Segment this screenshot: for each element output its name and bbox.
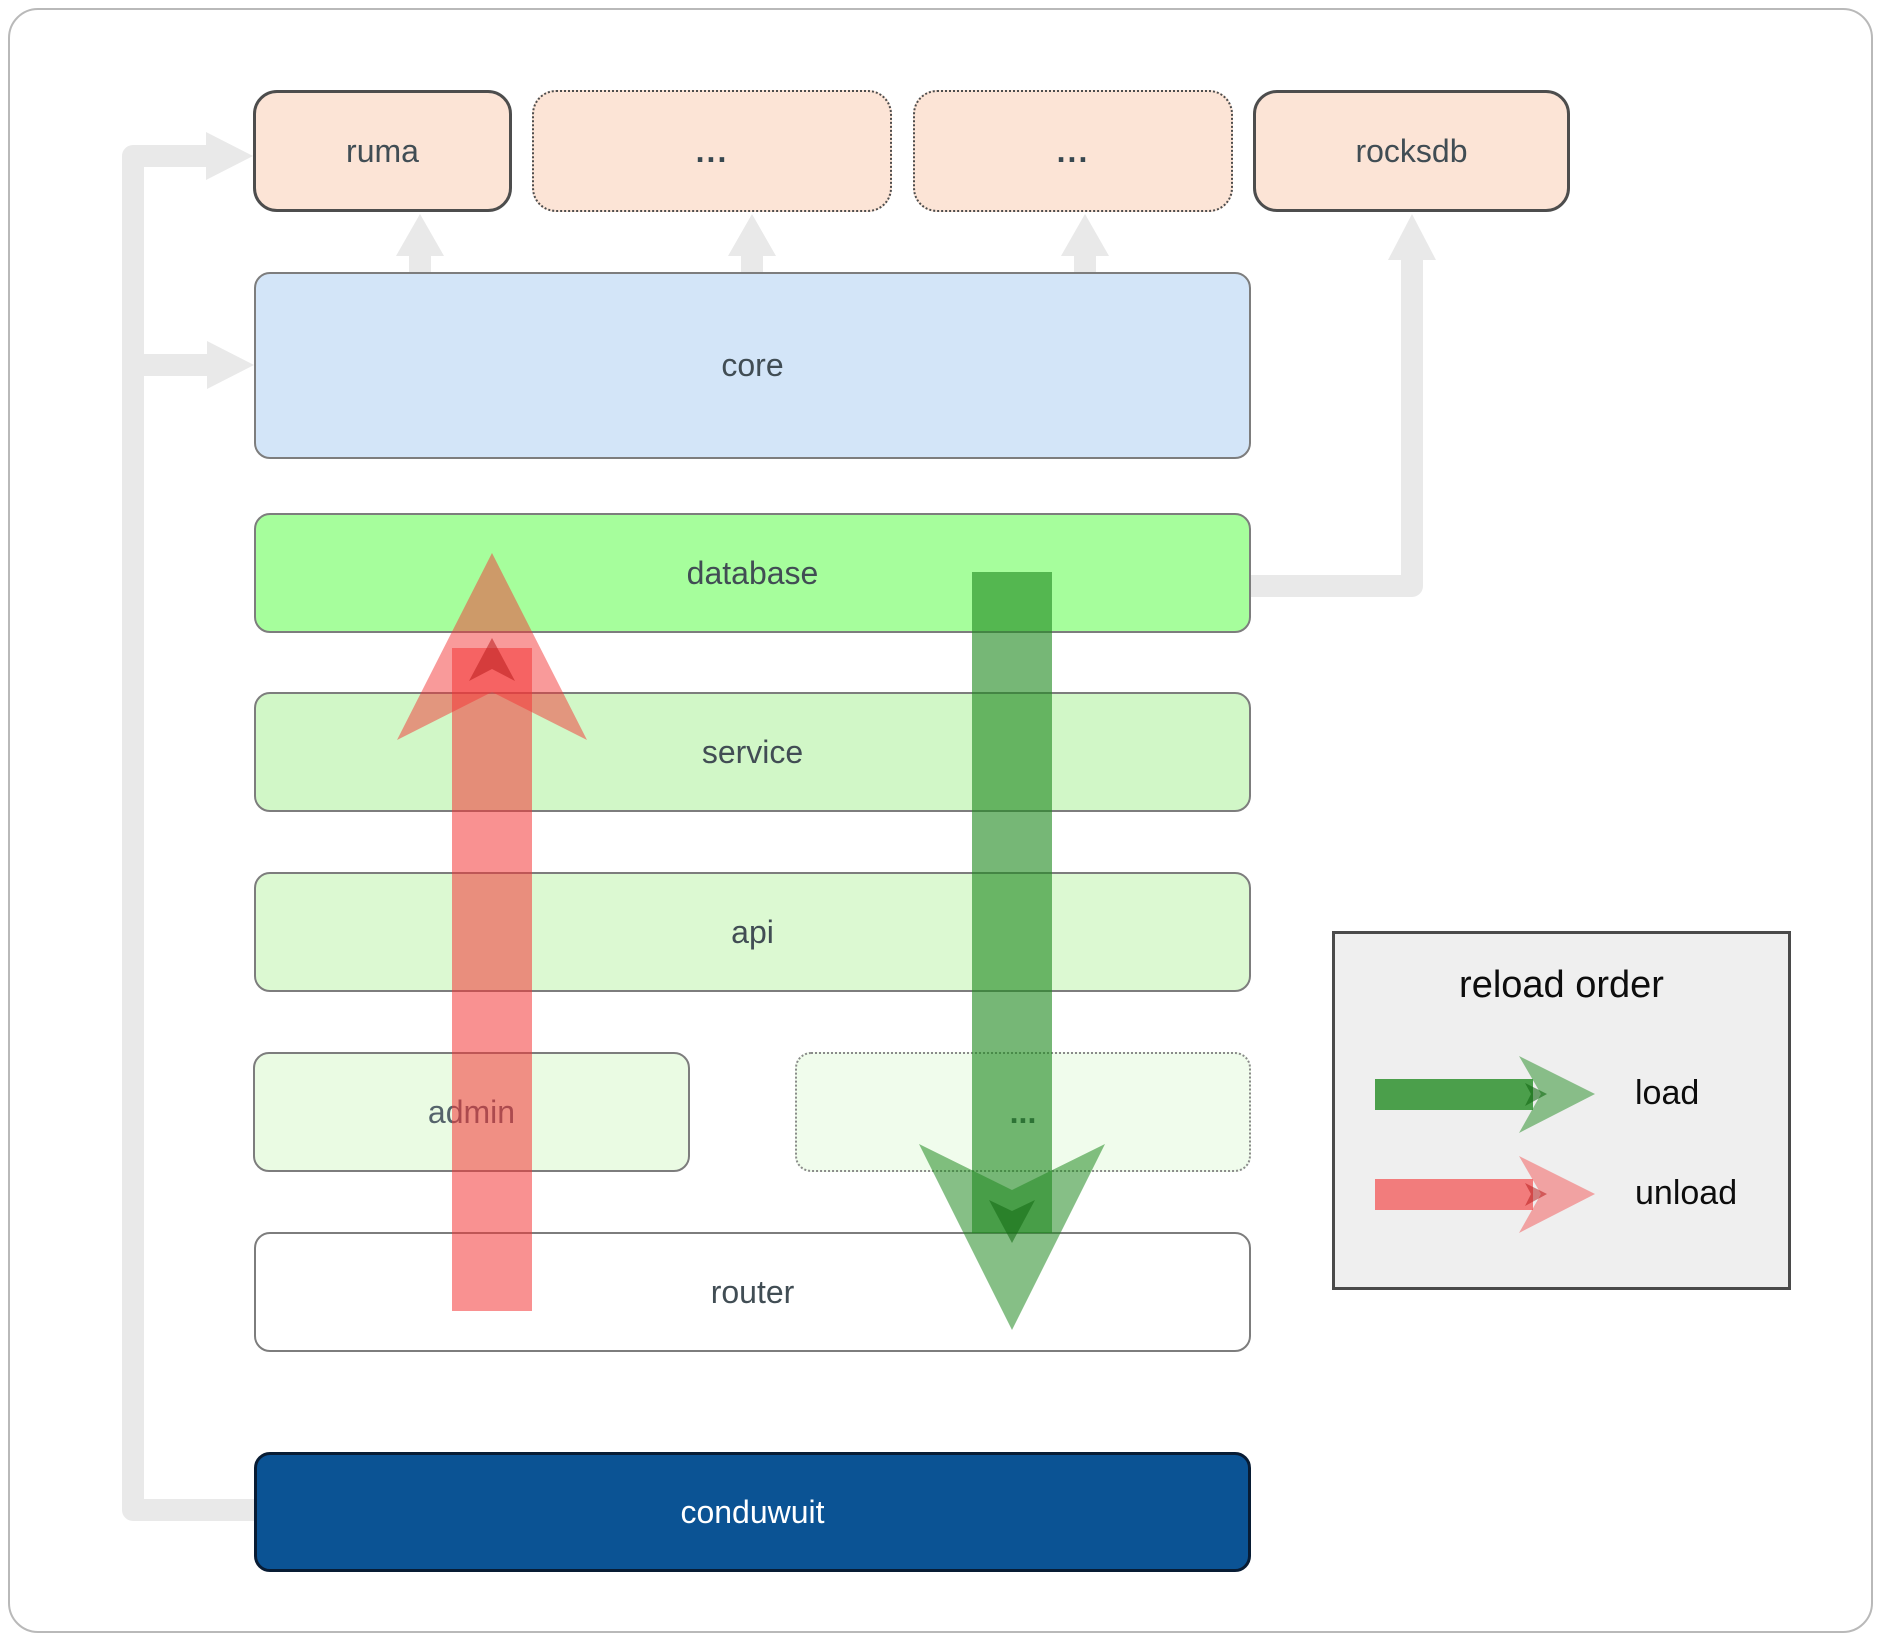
legend-unload-arrow-shaft [1375, 1179, 1533, 1210]
arrowhead-into-ruma [206, 132, 253, 180]
node-external-crate-2-label: ... [1056, 132, 1090, 169]
legend-load-arrow [1375, 1056, 1595, 1133]
node-service-label: service [701, 733, 804, 770]
node-service: service [254, 692, 1251, 812]
diagram-canvas: ruma ... ... rocksdb core database servi… [8, 8, 1873, 1633]
node-core: core [254, 272, 1251, 459]
node-admin-label: admin [427, 1093, 516, 1130]
arrowhead-core-to-ruma [396, 214, 444, 256]
legend-load-arrow-marker [1525, 1083, 1547, 1106]
legend-load-label: load [1635, 1074, 1700, 1112]
unload-arrow-marker [469, 638, 515, 681]
node-admin: admin [253, 1052, 690, 1172]
node-rocksdb: rocksdb [1253, 90, 1570, 212]
node-router-label: router [710, 1273, 795, 1310]
node-database-label: database [686, 554, 819, 591]
node-api-label: api [731, 913, 774, 950]
arrowhead-into-core [207, 341, 254, 389]
node-conduwuit: conduwuit [254, 1452, 1251, 1572]
node-external-crate-1: ... [532, 90, 892, 212]
node-ruma: ruma [253, 90, 512, 212]
legend-title: reload order [1459, 964, 1664, 1006]
legend-unload-label: unload [1635, 1174, 1738, 1212]
node-router: router [254, 1232, 1251, 1352]
node-database: database [254, 513, 1251, 633]
node-rocksdb-label: rocksdb [1355, 132, 1468, 169]
node-core-label: core [721, 347, 784, 383]
legend-unload-arrow-marker [1525, 1183, 1547, 1206]
arrowhead-into-rocksdb [1388, 214, 1436, 260]
flow-arrow-layer [397, 553, 1105, 1330]
gray-connector-layer [122, 132, 1436, 1521]
legend-load-arrow-shaft [1375, 1079, 1533, 1110]
node-external-crate-1-label: ... [695, 132, 729, 169]
node-ruma-label: ruma [346, 132, 419, 169]
arrowhead-core-to-ext2 [1061, 214, 1109, 256]
node-api: api [254, 872, 1251, 992]
legend-load-arrow-head [1519, 1056, 1595, 1133]
node-admin-ext-label: ... [1009, 1093, 1037, 1130]
node-conduwuit-label: conduwuit [680, 1493, 825, 1530]
legend-unload-arrow [1375, 1156, 1595, 1233]
node-external-crate-2: ... [913, 90, 1233, 212]
connector-conduwuit-to-ruma [122, 145, 258, 1521]
node-admin-ext: ... [795, 1052, 1251, 1172]
legend-unload-arrow-head [1519, 1156, 1595, 1233]
arrowhead-core-to-ext1 [728, 214, 776, 256]
connector-database-to-rocksdb [1248, 260, 1423, 597]
legend-panel: reload order load unload [1332, 931, 1791, 1290]
